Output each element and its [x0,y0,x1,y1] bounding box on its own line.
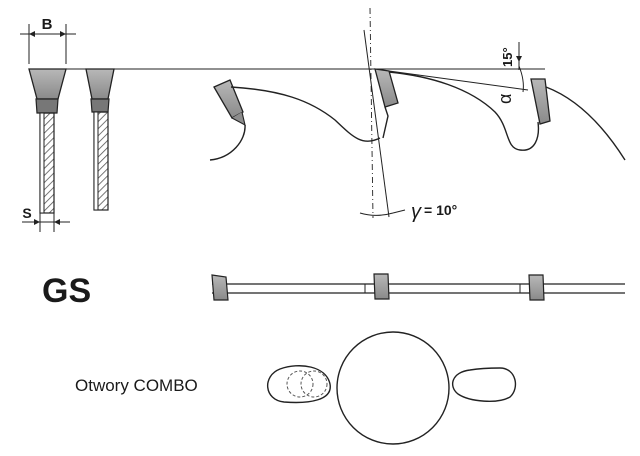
clearance-angle: 15° α [388,42,529,104]
combo-hole-left [267,365,331,404]
gs-label: GS [42,272,91,310]
combo-hole-right [451,367,517,402]
thickness-s-label: S [22,205,31,221]
angle-15-label: 15° [500,47,515,67]
tooth-section-right [85,68,115,211]
blade-edge-view [211,273,625,301]
tooth-section-left: B S [20,16,76,232]
width-b-label: B [42,16,53,33]
combo-label: Otwory COMBO [75,376,198,395]
gamma-value: = 10° [424,202,457,218]
tooth-profile [209,68,626,161]
rake-angle-gamma: γ = 10° [359,7,457,223]
arbor-hole [336,331,450,445]
alpha-symbol: α [495,94,515,104]
gamma-symbol: γ [411,201,422,223]
